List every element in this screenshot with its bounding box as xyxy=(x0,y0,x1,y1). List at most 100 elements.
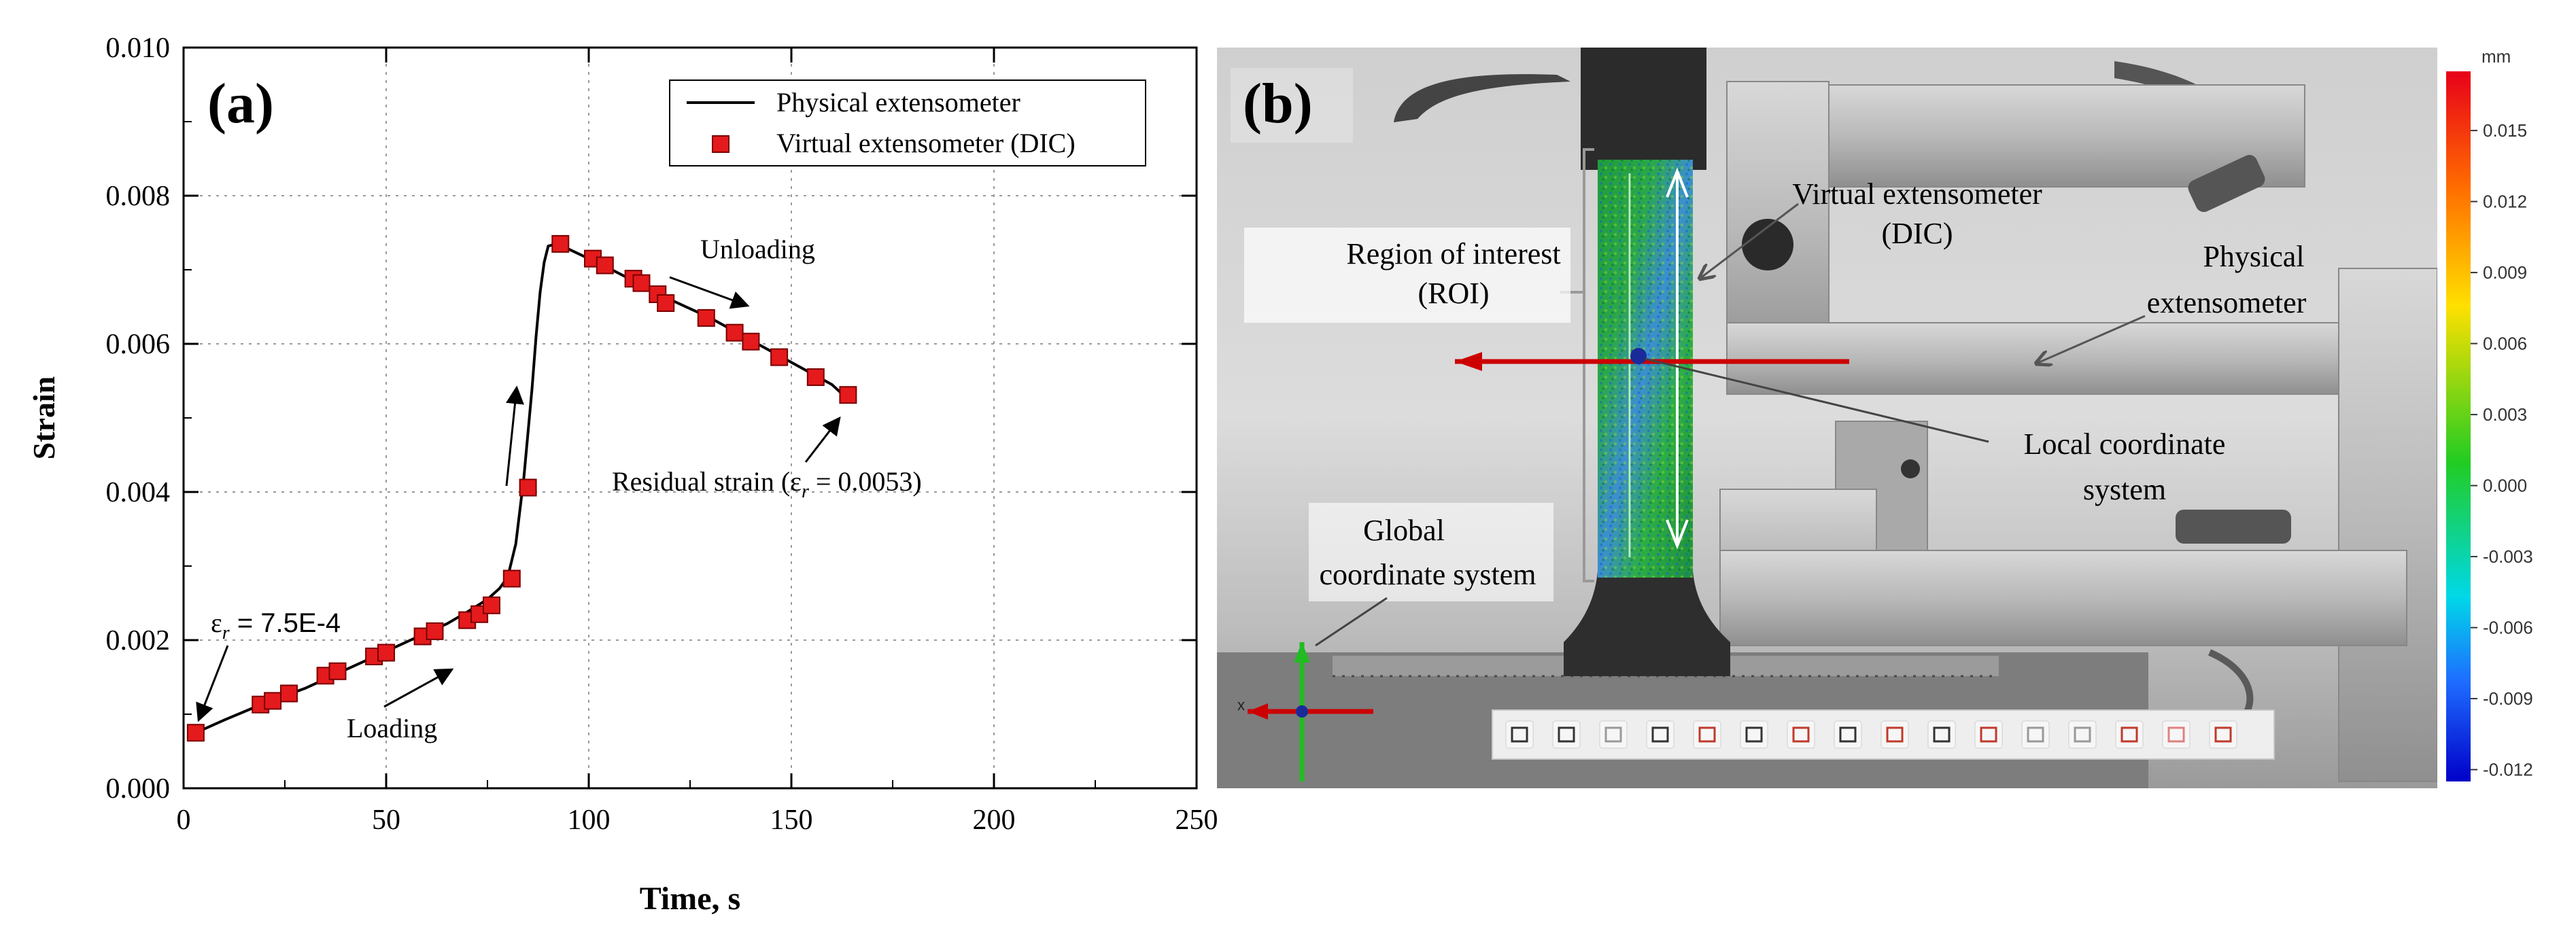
rectangle-icon-frame xyxy=(1834,720,1862,749)
data-point-dic xyxy=(186,724,205,742)
lower-thumbscrew xyxy=(2176,510,2291,544)
point-icon[interactable] xyxy=(1693,720,1721,749)
legend-entry-physical: Physical extensometer xyxy=(776,87,1020,118)
fit-icon-glyph xyxy=(2074,726,2091,743)
colorbar-ticks: 0.0150.0120.0090.0060.0030.000-0.003-0.0… xyxy=(2471,120,2533,780)
x-tick-label: 200 xyxy=(973,805,1016,836)
loading-arrow-lower xyxy=(383,668,454,708)
y-tick-label: 0.004 xyxy=(106,477,171,508)
extensometer-lower-arm xyxy=(1719,550,2407,646)
virtual-extensometer-pointer xyxy=(1700,203,1799,279)
y-tick-label: 0.008 xyxy=(106,181,171,212)
unloading-arrow xyxy=(669,276,750,309)
y-tick-label: 0.000 xyxy=(106,773,171,805)
check-icon-glyph xyxy=(2120,726,2138,743)
annotation-initial-strain: εr = 7.5E-4 xyxy=(211,608,341,644)
colorbar-tick-label: 0.015 xyxy=(2483,120,2527,141)
data-point-dic xyxy=(697,309,715,327)
global-origin xyxy=(1296,705,1308,718)
frame-icon-frame xyxy=(1881,720,1909,749)
roi-bracket xyxy=(1583,148,1594,582)
upper-clip-left xyxy=(1394,74,1570,122)
data-point-dic xyxy=(596,256,614,275)
close-icon-glyph xyxy=(2167,726,2185,743)
data-point-dic xyxy=(770,348,789,366)
colorbar-unit: mm xyxy=(2481,46,2511,67)
colorbar-tick-label: -0.003 xyxy=(2483,546,2533,567)
label-roi-line1: Region of interest xyxy=(1346,237,1560,270)
label-local-line2: system xyxy=(2083,473,2166,506)
chart-icon-glyph xyxy=(1558,726,1575,743)
y-tick-label: 0.010 xyxy=(106,33,171,64)
label-global-line1: Global xyxy=(1363,514,1445,547)
data-point-dic xyxy=(657,294,675,312)
split-icon-glyph xyxy=(1651,726,1669,743)
angle-icon[interactable] xyxy=(1927,720,1956,749)
residual-arrow xyxy=(804,416,841,463)
data-point-dic xyxy=(725,323,744,342)
colorbar-tick-label: 0.006 xyxy=(2483,334,2527,354)
close-icon[interactable] xyxy=(2162,720,2191,749)
distance-icon[interactable] xyxy=(1787,720,1815,749)
specimen-bottom xyxy=(1564,571,1730,676)
line-point-icon-glyph xyxy=(1745,726,1763,743)
x-tick-label: 100 xyxy=(568,805,611,836)
link-icon-frame xyxy=(1974,720,2003,749)
colorbar-tick-label: -0.009 xyxy=(2483,688,2533,709)
grid-icon-glyph xyxy=(2027,726,2044,743)
image-icon[interactable] xyxy=(1505,720,1534,749)
extensometer-middle-arm xyxy=(1726,322,2421,395)
split-icon-frame xyxy=(1646,720,1675,749)
upper-screw-hole xyxy=(1742,219,1793,270)
annotation-loading: Loading xyxy=(347,713,437,743)
split-icon[interactable] xyxy=(1646,720,1675,749)
close-icon-frame xyxy=(2162,720,2191,749)
image-icon-frame xyxy=(1505,720,1534,749)
x-tick-label: 50 xyxy=(372,805,400,836)
layout-icon[interactable] xyxy=(2209,720,2237,749)
colorbar-tick-label: 0.012 xyxy=(2483,192,2527,212)
data-point-dic xyxy=(551,234,570,253)
dic-toolbar xyxy=(1492,709,2275,760)
line-point-icon[interactable] xyxy=(1740,720,1768,749)
legend-marker-swatch xyxy=(712,135,729,153)
link-icon[interactable] xyxy=(1974,720,2003,749)
fit-icon-frame xyxy=(2068,720,2097,749)
select-icon-glyph xyxy=(1604,726,1622,743)
chart-icon[interactable] xyxy=(1552,720,1581,749)
angle-icon-frame xyxy=(1927,720,1956,749)
link-icon-glyph xyxy=(1980,726,1997,743)
distance-icon-glyph xyxy=(1792,726,1810,743)
layout-icon-frame xyxy=(2209,720,2237,749)
rectangle-icon-glyph xyxy=(1839,726,1857,743)
select-icon[interactable] xyxy=(1599,720,1628,749)
data-point-dic xyxy=(483,596,500,614)
frame-icon[interactable] xyxy=(1881,720,1909,749)
global-label-bg xyxy=(1309,503,1553,601)
image-icon-glyph xyxy=(1511,726,1528,743)
panel-b-label: (b) xyxy=(1243,72,1313,135)
data-point-dic xyxy=(632,274,651,292)
distance-icon-frame xyxy=(1787,720,1815,749)
rectangle-icon[interactable] xyxy=(1834,720,1862,749)
check-icon[interactable] xyxy=(2115,720,2144,749)
panel-a-label: (a) xyxy=(207,72,274,135)
data-point-dic xyxy=(519,478,537,497)
physical-extensometer-pointer xyxy=(2036,315,2146,364)
local-origin xyxy=(1630,348,1647,364)
series-markers-dic xyxy=(186,234,857,742)
data-point-dic xyxy=(280,684,298,703)
plot-area xyxy=(184,48,1197,788)
grid-icon[interactable] xyxy=(2021,720,2050,749)
legend-entry-dic: Virtual extensometer (DIC) xyxy=(776,128,1076,158)
annotation-residual-strain: Residual strain (εr = 0.0053) xyxy=(612,466,922,502)
plot-frame xyxy=(182,46,1198,790)
fit-icon[interactable] xyxy=(2068,720,2097,749)
x-tick-label: 150 xyxy=(770,805,813,836)
data-point-dic xyxy=(742,332,760,351)
data-point-dic xyxy=(264,692,282,710)
y-axis-label: Strain xyxy=(27,376,61,460)
colorbar-tick-label: 0.009 xyxy=(2483,262,2527,283)
label-virtual-extensometer-line2: (DIC) xyxy=(1881,217,1953,250)
